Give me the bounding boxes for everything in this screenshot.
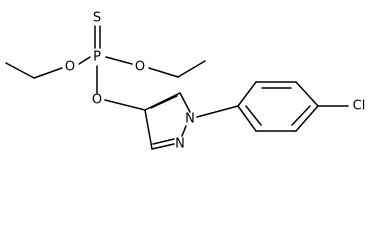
bond-n1-phenyl xyxy=(196,105,239,118)
bond-c4-c5-inner xyxy=(150,95,178,109)
atom-o-right: O xyxy=(135,60,145,75)
bond-ph-6-inner xyxy=(245,105,262,126)
atom-n2: N xyxy=(175,137,185,152)
bond-ph-4-inner xyxy=(291,105,311,126)
atom-n1: N xyxy=(185,112,195,127)
bond-n2-c3-1 xyxy=(151,143,175,150)
bond-ethyl-left-ch3 xyxy=(5,62,35,79)
bond-n1-n2 xyxy=(181,125,187,137)
atom-o-left: O xyxy=(65,60,75,75)
atom-cl: Cl xyxy=(353,99,366,114)
bond-c5-n1 xyxy=(179,92,191,113)
bond-ethyl-right-ch3 xyxy=(177,60,206,78)
bond-o-c4 xyxy=(104,99,146,111)
bond-c3-c4 xyxy=(144,109,153,150)
bond-n2-c3-2 xyxy=(152,138,175,145)
bond-ph-6 xyxy=(237,105,257,132)
bond-p-o-right xyxy=(105,56,133,65)
molecule-drawing: S P O O O N N Cl xyxy=(5,11,366,152)
bond-ph-3 xyxy=(295,81,319,107)
bond-ph-4 xyxy=(295,105,319,132)
atom-o-bottom: O xyxy=(92,93,102,108)
atom-s: S xyxy=(93,11,101,26)
bond-ph-1 xyxy=(237,81,257,107)
bond-ethyl-right-ch2 xyxy=(148,67,179,78)
bond-c4-c5 xyxy=(144,92,181,111)
bond-ethyl-left-ch2 xyxy=(33,67,63,79)
atom-p: P xyxy=(93,50,101,65)
structure-diagram: S P O O O N N Cl xyxy=(5,11,366,152)
bond-p-o-left xyxy=(78,56,91,65)
